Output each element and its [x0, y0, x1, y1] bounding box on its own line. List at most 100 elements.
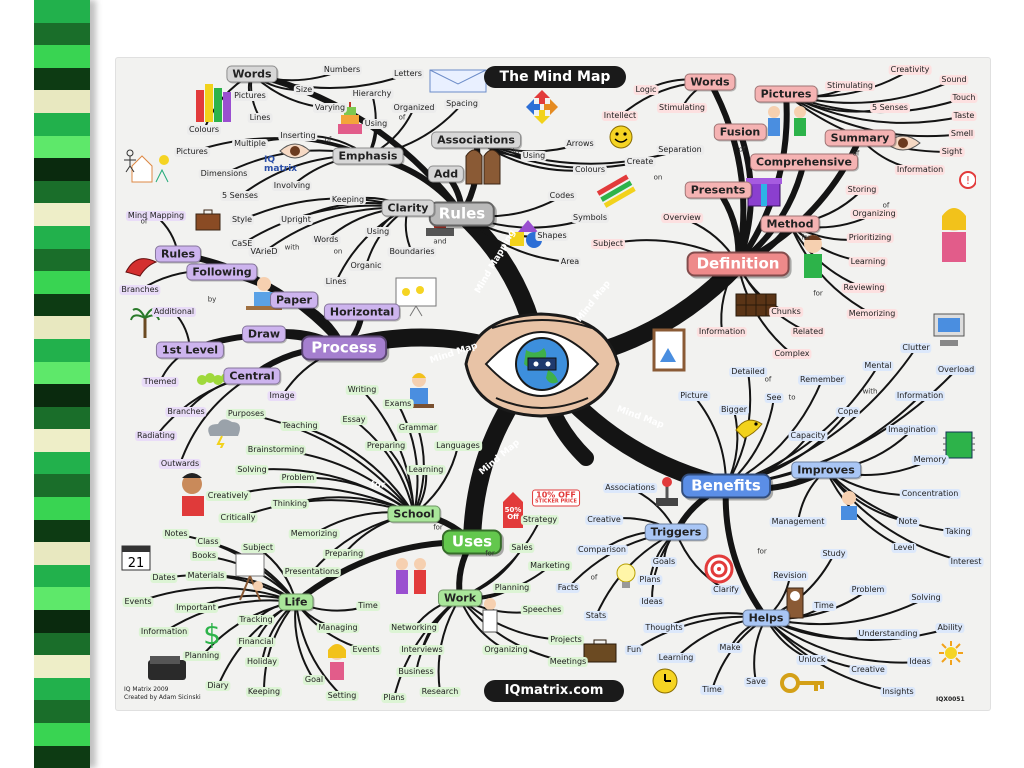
subnode-size[interactable]: Size — [293, 85, 315, 95]
subnode-solving2[interactable]: Solving — [235, 465, 269, 475]
subnode-overload[interactable]: Overload — [935, 365, 977, 375]
subnode-class[interactable]: Class — [195, 537, 221, 547]
subnode-revision[interactable]: Revision — [771, 571, 809, 581]
subnode-ideas2[interactable]: Ideas — [639, 597, 665, 607]
subnode-arrows[interactable]: Arrows — [564, 139, 596, 149]
node-associations[interactable]: Associations — [431, 131, 521, 149]
node-words2[interactable]: Words — [684, 73, 736, 91]
subnode-colours1[interactable]: Colours — [186, 125, 222, 135]
subnode-writing[interactable]: Writing — [345, 385, 379, 395]
subnode-note[interactable]: Note — [896, 517, 920, 527]
subnode-varied[interactable]: VArieD — [248, 247, 280, 257]
subnode-preparing1[interactable]: Preparing — [364, 441, 408, 451]
subnode-varying[interactable]: Varying — [312, 103, 348, 113]
subnode-research[interactable]: Research — [419, 687, 461, 697]
subnode-understanding[interactable]: Understanding — [856, 629, 920, 639]
subnode-save[interactable]: Save — [744, 677, 768, 687]
subnode-picture[interactable]: Picture — [678, 391, 710, 401]
subnode-books[interactable]: Books — [189, 551, 219, 561]
node-clarity[interactable]: Clarity — [381, 199, 435, 217]
node-summary[interactable]: Summary — [824, 129, 896, 147]
subnode-sight[interactable]: Sight — [939, 147, 965, 157]
subnode-ideas1[interactable]: Ideas — [907, 657, 933, 667]
subnode-planning1[interactable]: Planning — [182, 651, 222, 661]
subnode-image[interactable]: Image — [267, 391, 297, 401]
subnode-see[interactable]: See — [764, 393, 784, 403]
subnode-five-senses2[interactable]: 5 Senses — [870, 103, 910, 113]
subnode-ability[interactable]: Ability — [935, 623, 965, 633]
node-following[interactable]: Following — [186, 263, 258, 281]
subnode-lines1[interactable]: Lines — [247, 113, 273, 123]
subnode-teaching[interactable]: Teaching — [280, 421, 320, 431]
subnode-capacity[interactable]: Capacity — [788, 431, 828, 441]
subnode-lines2[interactable]: Lines — [323, 277, 349, 287]
subnode-meetings[interactable]: Meetings — [547, 657, 589, 667]
subnode-problem2[interactable]: Problem — [279, 473, 317, 483]
subnode-hierarchy[interactable]: Hierarchy — [350, 89, 394, 99]
subnode-pictures1[interactable]: Pictures — [232, 91, 268, 101]
subnode-level[interactable]: Level — [891, 543, 917, 553]
subnode-study[interactable]: Study — [820, 549, 848, 559]
subnode-branches1[interactable]: Branches — [119, 285, 161, 295]
subnode-organizing2[interactable]: Organizing — [482, 645, 530, 655]
subnode-related[interactable]: Related — [790, 327, 826, 337]
subnode-projects[interactable]: Projects — [548, 635, 584, 645]
subnode-information4[interactable]: Information — [138, 627, 190, 637]
subnode-five-senses1[interactable]: 5 Senses — [220, 191, 260, 201]
subnode-critically[interactable]: Critically — [218, 513, 258, 523]
subnode-managing[interactable]: Managing — [316, 623, 360, 633]
subnode-branches2[interactable]: Branches — [165, 407, 207, 417]
subnode-unlock[interactable]: Unlock — [796, 655, 828, 665]
subnode-interviews[interactable]: Interviews — [399, 645, 445, 655]
subnode-creative1[interactable]: Creative — [849, 665, 887, 675]
subnode-stimulating1[interactable]: Stimulating — [657, 103, 707, 113]
subnode-essay[interactable]: Essay — [340, 415, 368, 425]
subnode-codes[interactable]: Codes — [547, 191, 577, 201]
subnode-inserting[interactable]: Inserting — [278, 131, 318, 141]
subnode-case[interactable]: CaSE — [229, 239, 255, 249]
subnode-learning2[interactable]: Learning — [656, 653, 696, 663]
subnode-time3[interactable]: Time — [356, 601, 380, 611]
subnode-chunks[interactable]: Chunks — [769, 307, 803, 317]
subnode-information2[interactable]: Information — [696, 327, 748, 337]
subnode-sound[interactable]: Sound — [939, 75, 969, 85]
topic-benefits[interactable]: Benefits — [681, 473, 771, 499]
subnode-create[interactable]: Create — [624, 157, 656, 167]
subnode-exams[interactable]: Exams — [382, 399, 414, 409]
subnode-brainstorming[interactable]: Brainstorming — [245, 445, 307, 455]
subnode-clarify[interactable]: Clarify — [711, 585, 741, 595]
node-work[interactable]: Work — [437, 589, 483, 607]
node-paper[interactable]: Paper — [270, 291, 318, 309]
subnode-concentration[interactable]: Concentration — [899, 489, 961, 499]
subnode-remember[interactable]: Remember — [798, 375, 846, 385]
subnode-purposes[interactable]: Purposes — [225, 409, 267, 419]
subnode-presentations[interactable]: Presentations — [282, 567, 342, 577]
subnode-memory[interactable]: Memory — [911, 455, 949, 465]
subnode-speeches[interactable]: Speeches — [520, 605, 564, 615]
subnode-touch[interactable]: Touch — [950, 93, 978, 103]
topic-rules[interactable]: Rules — [428, 201, 496, 227]
node-school[interactable]: School — [387, 505, 441, 523]
node-presents[interactable]: Presents — [684, 181, 752, 199]
subnode-symbols[interactable]: Symbols — [571, 213, 609, 223]
subnode-stimulating2[interactable]: Stimulating — [825, 81, 875, 91]
subnode-information1[interactable]: Information — [894, 165, 946, 175]
subnode-involving[interactable]: Involving — [271, 181, 313, 191]
subnode-reviewing[interactable]: Reviewing — [841, 283, 887, 293]
subnode-complex[interactable]: Complex — [772, 349, 812, 359]
subnode-comparison[interactable]: Comparison — [576, 545, 628, 555]
subnode-information3[interactable]: Information — [894, 391, 946, 401]
subnode-spacing[interactable]: Spacing — [444, 99, 480, 109]
subnode-themed[interactable]: Themed — [141, 377, 179, 387]
subnode-materials[interactable]: Materials — [185, 571, 227, 581]
subnode-fun[interactable]: Fun — [624, 645, 644, 655]
node-improves[interactable]: Improves — [791, 461, 861, 479]
subnode-associations2[interactable]: Associations — [603, 483, 657, 493]
subnode-mental[interactable]: Mental — [862, 361, 894, 371]
subnode-radiating[interactable]: Radiating — [135, 431, 177, 441]
subnode-numbers[interactable]: Numbers — [321, 65, 363, 75]
subnode-grammar[interactable]: Grammar — [396, 423, 440, 433]
subnode-storing[interactable]: Storing — [845, 185, 879, 195]
subnode-setting[interactable]: Setting — [325, 691, 359, 701]
subnode-creatively[interactable]: Creatively — [205, 491, 251, 501]
